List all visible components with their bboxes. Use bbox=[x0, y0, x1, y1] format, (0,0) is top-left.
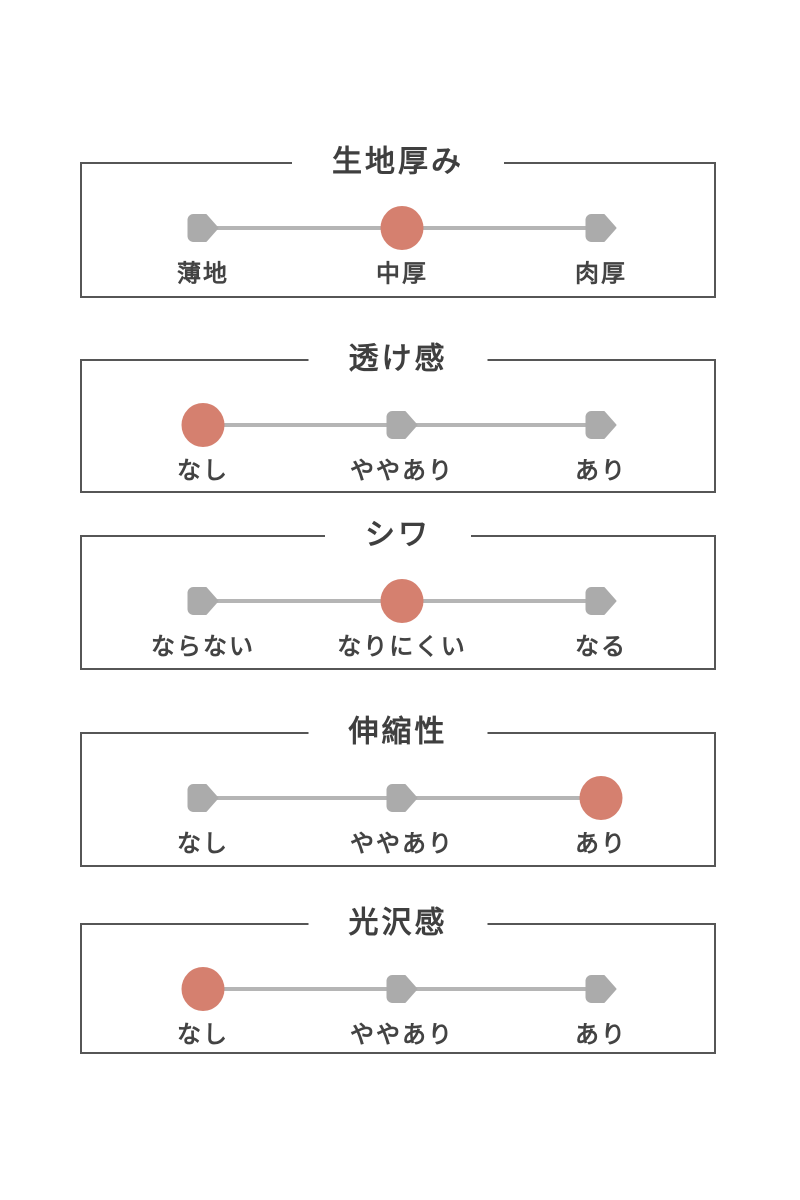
scale-option-label: 肉厚 bbox=[575, 259, 627, 288]
level-marker bbox=[187, 214, 219, 242]
scale-option-label: 薄地 bbox=[177, 259, 229, 288]
level-marker bbox=[386, 784, 418, 812]
spec-section: 光沢感 なし ややあり あり bbox=[80, 906, 716, 1054]
spec-section-title: シワ bbox=[325, 518, 471, 552]
selected-level-marker bbox=[181, 967, 225, 1011]
spec-scale: なし ややあり あり bbox=[82, 734, 714, 865]
spec-section: 伸縮性 なし ややあり あり bbox=[80, 715, 716, 867]
scale-option-label: ややあり bbox=[350, 829, 454, 858]
level-marker bbox=[187, 587, 219, 615]
level-tag-icon bbox=[585, 975, 617, 1003]
scale-option-label: ならない bbox=[151, 632, 255, 661]
scale-option-label: あり bbox=[575, 456, 627, 485]
spec-section: 生地厚み 薄地 中厚 肉厚 bbox=[80, 145, 716, 298]
spec-scale: ならない なりにくい なる bbox=[82, 537, 714, 668]
scale-option-label: なし bbox=[177, 829, 229, 858]
spec-section-title: 伸縮性 bbox=[308, 715, 488, 749]
selected-level-circle-icon bbox=[181, 403, 225, 447]
scale-option-label: あり bbox=[575, 1020, 627, 1049]
spec-section: 透け感 なし ややあり あり bbox=[80, 342, 716, 493]
selected-level-circle-icon bbox=[380, 206, 424, 250]
level-tag-icon bbox=[187, 214, 219, 242]
selected-level-marker bbox=[380, 206, 424, 250]
level-marker bbox=[386, 975, 418, 1003]
spec-section-title: 透け感 bbox=[308, 342, 488, 376]
selected-level-circle-icon bbox=[579, 776, 623, 820]
scale-option-label: あり bbox=[575, 829, 627, 858]
scale-option-label: ややあり bbox=[350, 1020, 454, 1049]
spec-section-title: 生地厚み bbox=[292, 145, 504, 179]
spec-section-title: 光沢感 bbox=[308, 906, 488, 940]
level-tag-icon bbox=[187, 587, 219, 615]
scale-option-label: 中厚 bbox=[376, 259, 428, 288]
level-tag-icon bbox=[585, 587, 617, 615]
scale-option-label: なる bbox=[575, 632, 627, 661]
level-tag-icon bbox=[187, 784, 219, 812]
scale-option-label: なし bbox=[177, 456, 229, 485]
selected-level-marker bbox=[181, 403, 225, 447]
level-marker bbox=[386, 411, 418, 439]
level-marker bbox=[187, 784, 219, 812]
level-marker bbox=[585, 587, 617, 615]
level-tag-icon bbox=[585, 214, 617, 242]
level-tag-icon bbox=[585, 411, 617, 439]
spec-scale: 薄地 中厚 肉厚 bbox=[82, 164, 714, 296]
scale-option-label: なし bbox=[177, 1020, 229, 1049]
level-tag-icon bbox=[386, 411, 418, 439]
selected-level-marker bbox=[579, 776, 623, 820]
spec-section: シワ ならない なりにくい なる bbox=[80, 518, 716, 670]
level-tag-icon bbox=[386, 975, 418, 1003]
spec-scale: なし ややあり あり bbox=[82, 925, 714, 1052]
spec-scale: なし ややあり あり bbox=[82, 361, 714, 491]
selected-level-marker bbox=[380, 579, 424, 623]
level-marker bbox=[585, 214, 617, 242]
selected-level-circle-icon bbox=[181, 967, 225, 1011]
level-marker bbox=[585, 411, 617, 439]
scale-option-label: ややあり bbox=[350, 456, 454, 485]
level-tag-icon bbox=[386, 784, 418, 812]
scale-option-label: なりにくい bbox=[337, 632, 467, 661]
selected-level-circle-icon bbox=[380, 579, 424, 623]
level-marker bbox=[585, 975, 617, 1003]
